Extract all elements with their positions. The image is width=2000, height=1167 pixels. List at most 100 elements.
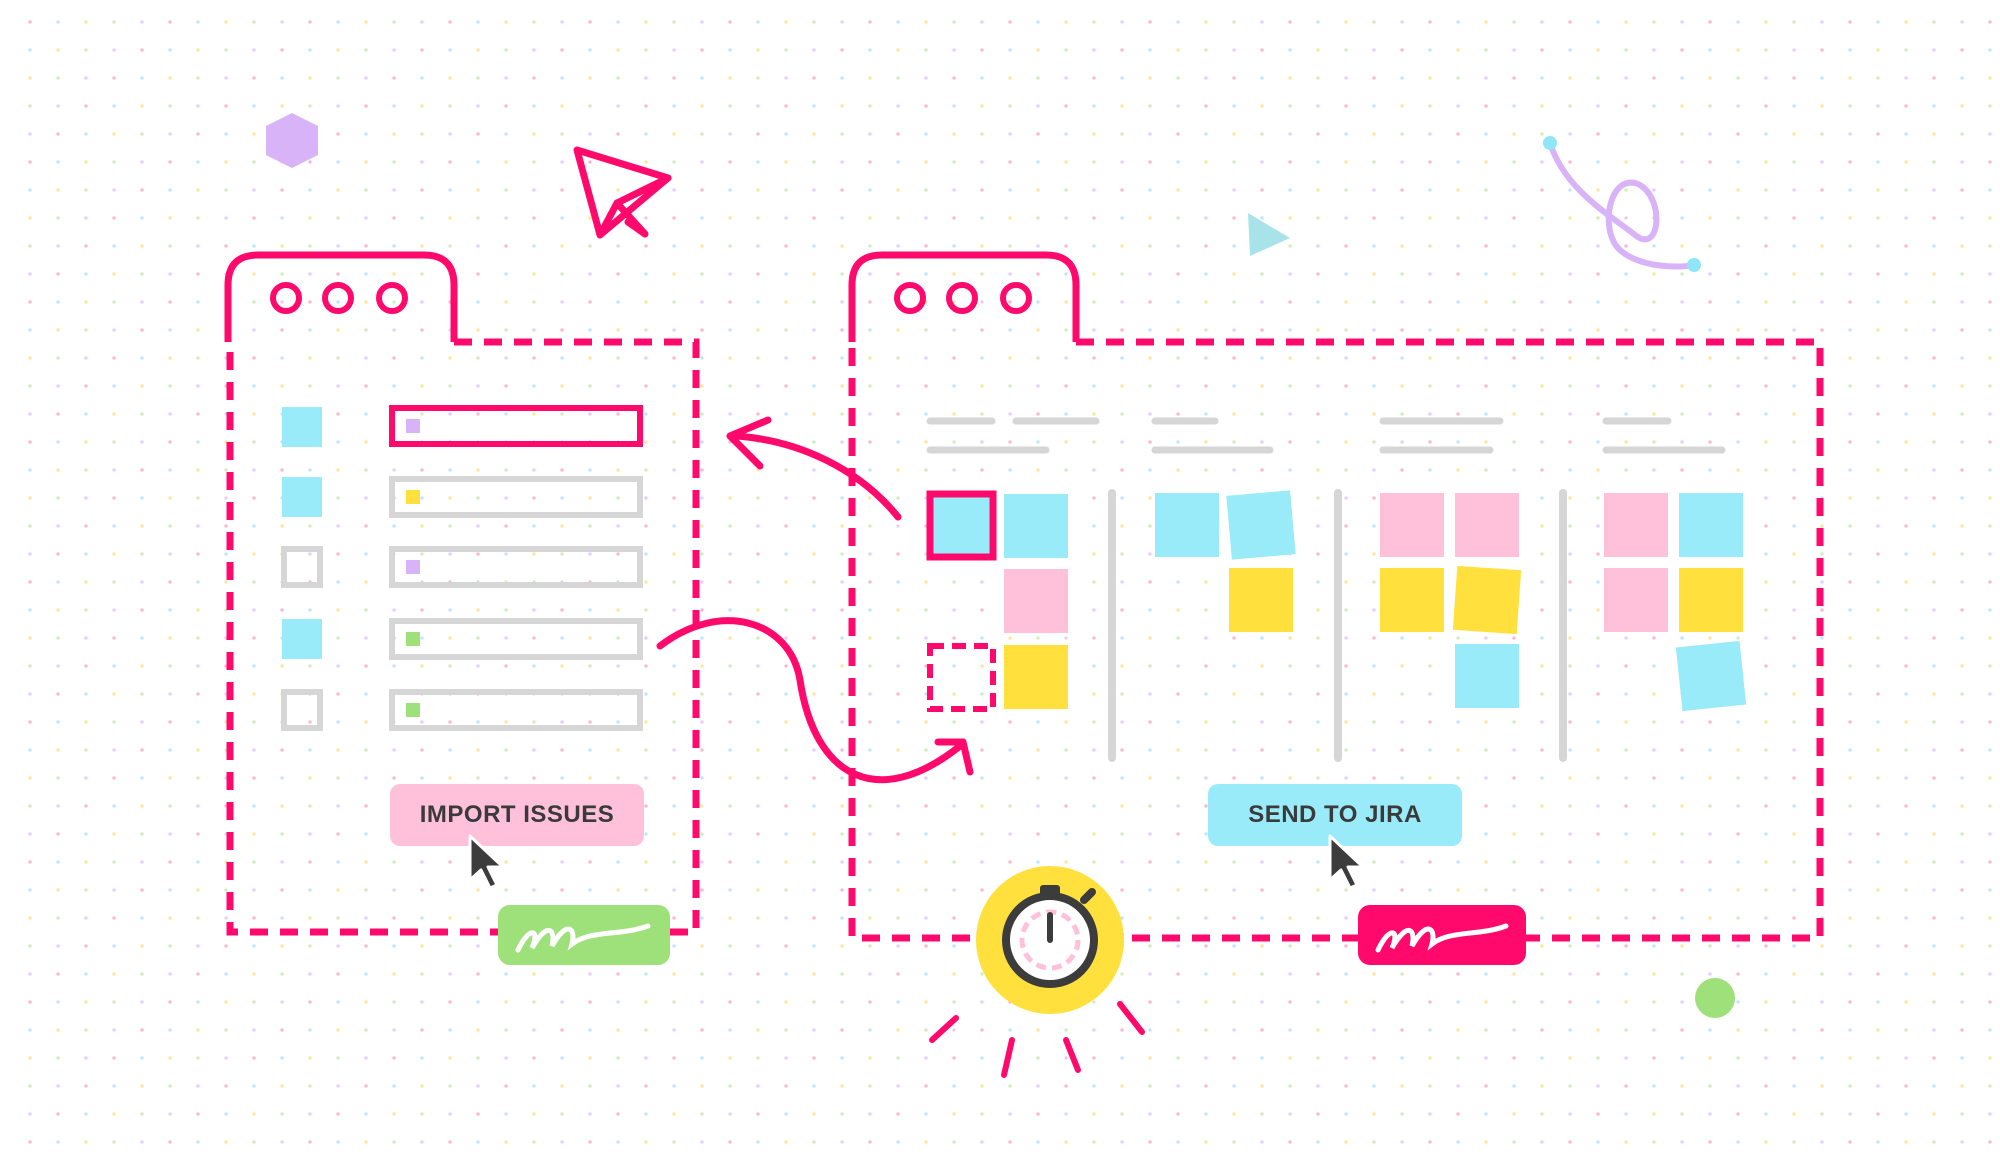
sticky-note[interactable] <box>1604 493 1668 557</box>
sticky-note[interactable] <box>1380 493 1444 557</box>
grid-dot <box>392 300 396 304</box>
grid-dot <box>448 76 452 80</box>
sticky-note[interactable] <box>1004 494 1068 558</box>
sticky-note-placeholder[interactable] <box>927 643 996 712</box>
grid-dot <box>252 384 256 388</box>
row-checkbox[interactable] <box>281 689 323 731</box>
grid-dot <box>560 552 564 556</box>
grid-dot <box>1540 524 1544 528</box>
grid-dot <box>1960 412 1964 416</box>
sticky-note[interactable] <box>1604 568 1668 632</box>
issue-row[interactable] <box>389 689 643 731</box>
window-dot-icon <box>894 282 926 314</box>
sticky-note[interactable] <box>1226 490 1296 560</box>
sticky-note[interactable] <box>1004 645 1068 709</box>
grid-dot <box>1512 384 1516 388</box>
grid-dot <box>280 244 284 248</box>
grid-dot <box>728 20 732 24</box>
sticky-note[interactable] <box>1675 640 1747 712</box>
grid-dot <box>560 384 564 388</box>
grid-dot <box>1764 412 1768 416</box>
grid-dot <box>672 468 676 472</box>
grid-dot <box>1540 188 1544 192</box>
grid-dot <box>1372 244 1376 248</box>
sticky-note[interactable] <box>1679 568 1743 632</box>
grid-dot <box>1456 20 1460 24</box>
grid-dot <box>728 384 732 388</box>
grid-dot <box>616 76 620 80</box>
sticky-note[interactable] <box>1452 565 1522 635</box>
grid-dot <box>1456 412 1460 416</box>
issue-row[interactable] <box>389 476 643 518</box>
grid-dot <box>532 272 536 276</box>
sticky-note[interactable] <box>1380 568 1444 632</box>
grid-dot <box>1008 104 1012 108</box>
sticky-note[interactable] <box>1455 644 1519 708</box>
issue-row-selected[interactable] <box>389 405 643 447</box>
grid-dot <box>1064 300 1068 304</box>
grid-dot <box>700 440 704 444</box>
grid-dot <box>364 216 368 220</box>
grid-dot <box>1904 300 1908 304</box>
grid-dot <box>168 20 172 24</box>
grid-dot <box>420 300 424 304</box>
grid-dot <box>308 104 312 108</box>
sticky-note-selected[interactable] <box>926 490 997 561</box>
grid-dot <box>644 496 648 500</box>
grid-dot <box>1288 356 1292 360</box>
grid-dot <box>1596 104 1600 108</box>
grid-dot <box>868 188 872 192</box>
grid-dot <box>560 20 564 24</box>
grid-dot <box>1764 440 1768 444</box>
grid-dot <box>168 496 172 500</box>
grid-dot <box>1148 412 1152 416</box>
grid-dot <box>168 244 172 248</box>
import-issues-button[interactable]: IMPORT ISSUES <box>390 784 644 846</box>
grid-dot <box>28 244 32 248</box>
issue-row[interactable] <box>389 618 643 660</box>
grid-dot <box>1456 272 1460 276</box>
row-checkbox[interactable] <box>282 619 322 659</box>
grid-dot <box>84 328 88 332</box>
grid-dot <box>1708 440 1712 444</box>
grid-dot <box>1960 76 1964 80</box>
grid-dot <box>1008 160 1012 164</box>
sticky-note[interactable] <box>1679 493 1743 557</box>
grid-dot <box>168 132 172 136</box>
grid-dot <box>1792 468 1796 472</box>
row-checkbox[interactable] <box>282 477 322 517</box>
window-dot-icon <box>322 282 354 314</box>
grid-dot <box>1960 440 1964 444</box>
grid-dot <box>420 524 424 528</box>
grid-dot <box>1260 412 1264 416</box>
grid-dot <box>168 272 172 276</box>
grid-dot <box>952 160 956 164</box>
grid-dot <box>1736 244 1740 248</box>
issue-tag <box>406 632 420 646</box>
row-checkbox[interactable] <box>282 407 322 447</box>
grid-dot <box>560 328 564 332</box>
sticky-note[interactable] <box>1155 493 1219 557</box>
grid-dot <box>672 76 676 80</box>
grid-dot <box>1848 104 1852 108</box>
grid-dot <box>1092 384 1096 388</box>
sticky-note[interactable] <box>1229 568 1293 632</box>
issue-row[interactable] <box>389 546 643 588</box>
grid-dot <box>1148 440 1152 444</box>
grid-dot <box>1876 244 1880 248</box>
grid-dot <box>1652 188 1656 192</box>
sticky-note[interactable] <box>1004 569 1068 633</box>
grid-dot <box>308 244 312 248</box>
grid-dot <box>1764 552 1768 556</box>
grid-dot <box>812 244 816 248</box>
grid-dot <box>252 496 256 500</box>
grid-dot <box>364 272 368 276</box>
sticky-note[interactable] <box>1455 493 1519 557</box>
grid-dot <box>84 272 88 276</box>
grid-dot <box>840 384 844 388</box>
grid-dot <box>532 328 536 332</box>
grid-dot <box>1624 412 1628 416</box>
grid-dot <box>1120 524 1124 528</box>
grid-dot <box>1428 384 1432 388</box>
row-checkbox[interactable] <box>281 546 323 588</box>
